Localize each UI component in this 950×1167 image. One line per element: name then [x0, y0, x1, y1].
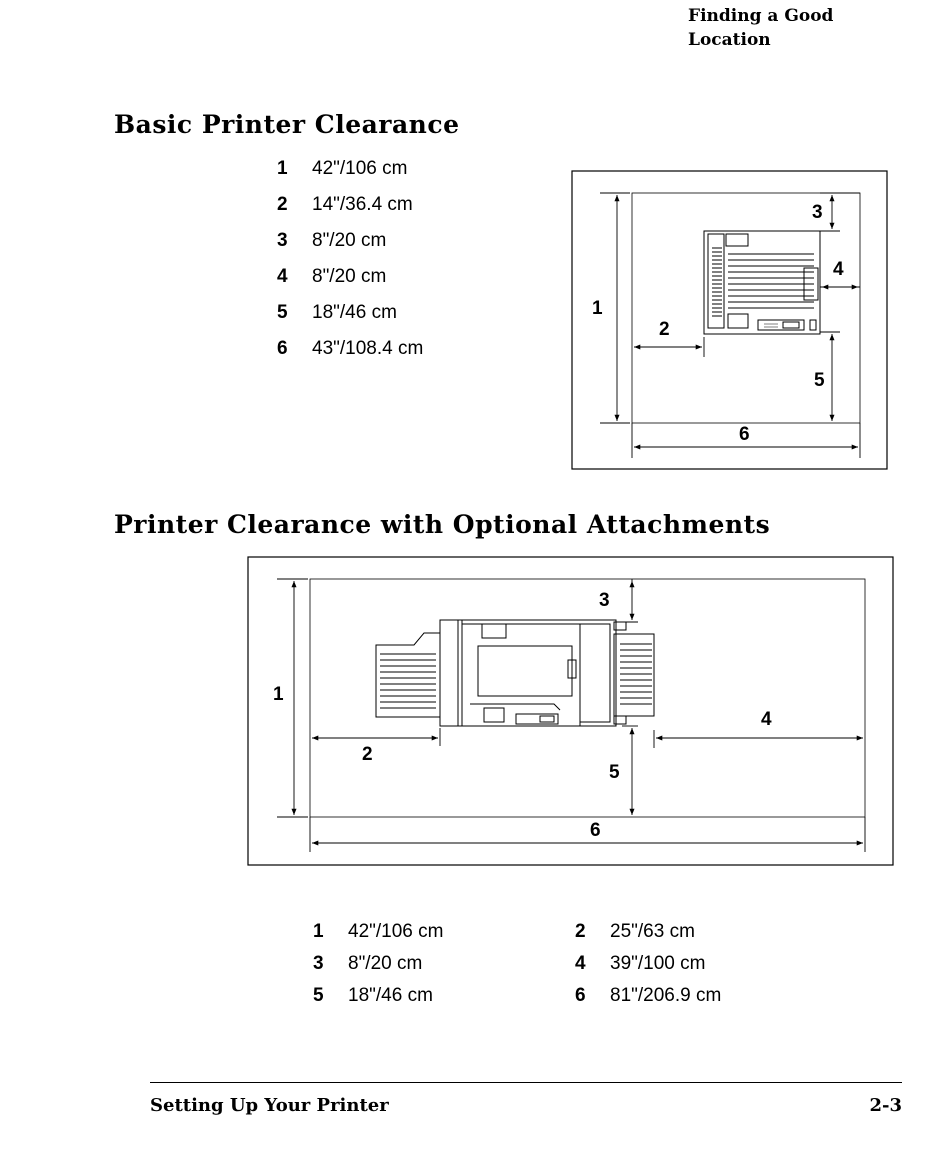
item-number: 6: [575, 985, 586, 1006]
printer-top-view: [703, 230, 821, 335]
dimension-label-5: 5: [814, 370, 825, 391]
item-value: 81"/206.9 cm: [610, 985, 722, 1006]
item-value: 8"/20 cm: [348, 953, 423, 974]
dimension-label-4: 4: [833, 259, 844, 280]
optional-clearance-list: 1 42"/106 cm 2 25"/63 cm 3 8"/20 cm 4 39…: [313, 920, 763, 1010]
item-value: 42"/106 cm: [348, 921, 444, 942]
item-value: 18"/46 cm: [312, 302, 397, 323]
item-number: 5: [313, 985, 324, 1006]
dimension-label-1: 1: [273, 684, 284, 705]
basic-clearance-heading: Basic Printer Clearance: [114, 110, 460, 139]
dimension-label-6: 6: [739, 424, 750, 445]
basic-diagram-frame: [571, 170, 888, 470]
item-number: 3: [277, 230, 288, 251]
running-head: Finding a Good Location: [688, 4, 888, 52]
dimension-label-5: 5: [609, 762, 620, 783]
item-value: 18"/46 cm: [348, 985, 433, 1006]
item-number: 1: [277, 158, 288, 179]
item-value: 8"/20 cm: [312, 230, 387, 251]
item-number: 4: [277, 266, 288, 287]
optional-dimension-lines: [277, 578, 866, 852]
printer-with-attachments-top-view: [375, 619, 655, 727]
dimension-label-3: 3: [812, 202, 823, 223]
footer-rule: [150, 1082, 902, 1083]
item-number: 2: [277, 194, 288, 215]
dimension-label-2: 2: [659, 319, 670, 340]
running-head-line1: Finding a Good: [688, 6, 834, 26]
optional-diagram-frame: [247, 556, 894, 866]
dimension-label-4: 4: [761, 709, 772, 730]
item-value: 14"/36.4 cm: [312, 194, 413, 215]
item-value: 42"/106 cm: [312, 158, 408, 179]
footer-title: Setting Up Your Printer: [150, 1095, 389, 1116]
item-number: 3: [313, 953, 324, 974]
dimension-label-3: 3: [599, 590, 610, 611]
basic-clearance-list: 1 42"/106 cm 2 14"/36.4 cm 3 8"/20 cm 4 …: [277, 157, 517, 367]
page-number: 2-3: [869, 1095, 902, 1116]
item-number: 5: [277, 302, 288, 323]
item-number: 6: [277, 338, 288, 359]
item-number: 2: [575, 921, 586, 942]
item-value: 39"/100 cm: [610, 953, 706, 974]
item-value: 8"/20 cm: [312, 266, 387, 287]
running-head-line2: Location: [688, 30, 771, 50]
dimension-label-1: 1: [592, 298, 603, 319]
basic-dimension-lines: [600, 192, 861, 458]
dimension-label-2: 2: [362, 744, 373, 765]
dimension-label-6: 6: [590, 820, 601, 841]
item-value: 25"/63 cm: [610, 921, 695, 942]
optional-clearance-heading: Printer Clearance with Optional Attachme…: [114, 510, 771, 539]
item-value: 43"/108.4 cm: [312, 338, 424, 359]
item-number: 4: [575, 953, 586, 974]
item-number: 1: [313, 921, 324, 942]
